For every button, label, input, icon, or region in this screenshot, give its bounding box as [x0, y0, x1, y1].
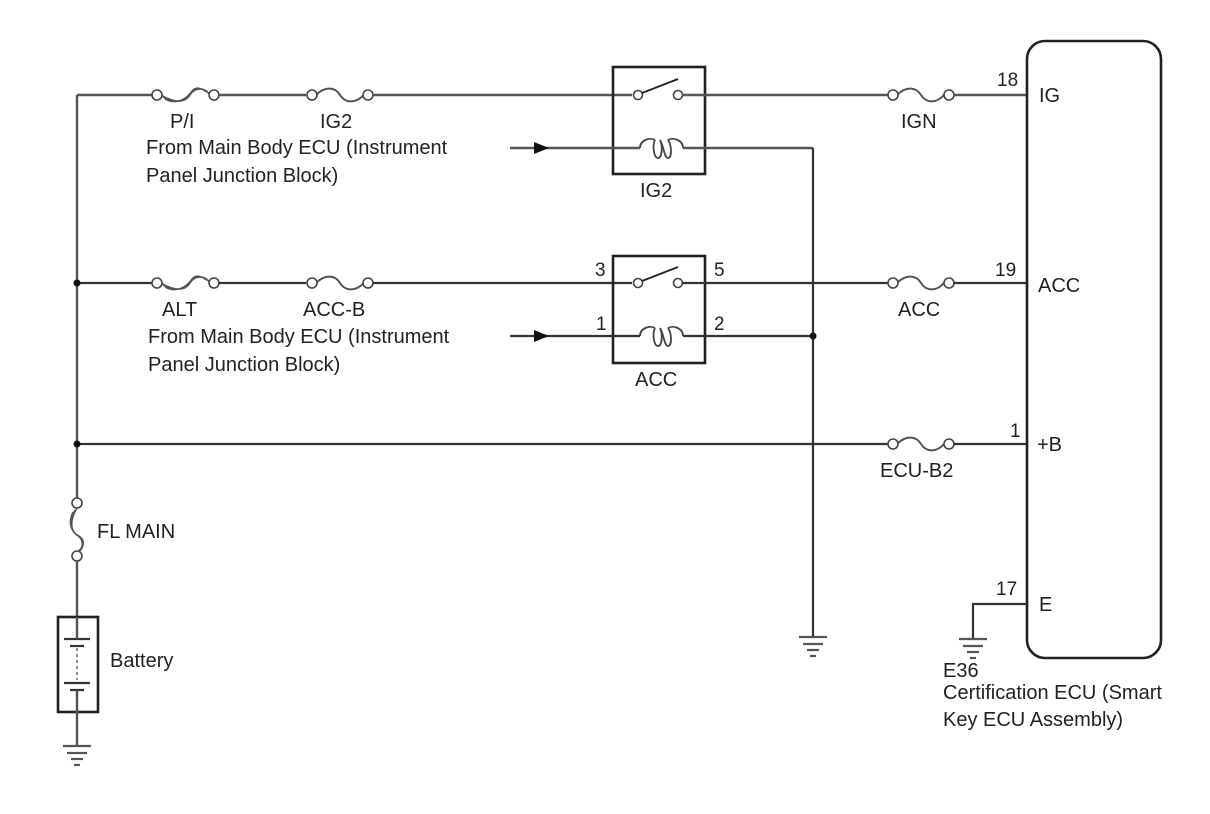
relay-ig2-label: IG2 [640, 180, 672, 202]
ecu-terminal-acc: ACC [1038, 275, 1080, 297]
fuse-acc-b [306, 275, 374, 291]
fuse-ecu-b2-icon [896, 436, 945, 452]
relay-ig2 [611, 65, 707, 176]
junction-dot [73, 440, 81, 448]
fuse-acc-b-label: ACC-B [303, 299, 365, 321]
fuse-ecu-b2 [887, 436, 955, 452]
fuse-acc [887, 275, 955, 291]
fuse-acc-label: ACC [898, 299, 940, 321]
ecu-connector-code: E36 [943, 660, 979, 682]
fuse-fl-main-label: FL MAIN [97, 521, 175, 543]
ecu-pin-1: 1 [1010, 421, 1021, 442]
fuse-acc-icon [896, 275, 945, 291]
switch-blade-icon [641, 266, 679, 282]
source-note-ig2-line2: Panel Junction Block) [146, 165, 338, 187]
ecu-pin-17: 17 [996, 579, 1017, 600]
ecu-name-line2: Key ECU Assembly) [943, 709, 1123, 731]
relay-coil-icon [639, 325, 684, 347]
ecu-pin-19: 19 [995, 260, 1016, 281]
arrow-icon [534, 142, 549, 154]
switch-blade-icon [641, 78, 679, 94]
fuse-ign [887, 87, 955, 103]
fuse-ig2-label: IG2 [320, 111, 352, 133]
source-note-acc-line1: From Main Body ECU (Instrument [148, 326, 450, 348]
fuse-ign-icon [896, 87, 945, 103]
fuse-pi [151, 87, 220, 103]
ecu-terminal-e: E [1039, 594, 1052, 616]
junction-dot [809, 332, 817, 340]
junction-dot [73, 279, 81, 287]
fuse-ecu-b2-label: ECU-B2 [880, 460, 953, 482]
battery-label: Battery [110, 650, 173, 672]
fuse-ign-label: IGN [901, 111, 937, 133]
ecu-box [1025, 39, 1163, 660]
ground-relay-icon [799, 635, 827, 658]
ecu-name-line1: Certification ECU (Smart [943, 682, 1162, 704]
fuse-acc-b-icon [315, 275, 365, 291]
ground-ecu-icon [959, 637, 987, 660]
ground-battery-icon [63, 744, 91, 767]
ecu-pin-18: 18 [997, 70, 1018, 91]
ecu-terminal-plus-b: +B [1037, 434, 1062, 456]
relay-acc-pin-5: 5 [714, 260, 725, 281]
source-note-acc-line2: Panel Junction Block) [148, 354, 340, 376]
relay-acc-pin-3: 3 [595, 260, 606, 281]
ecu-terminal-ig: IG [1039, 85, 1060, 107]
fuse-alt [151, 275, 220, 291]
fuse-fl-main [69, 497, 85, 562]
battery [56, 615, 100, 714]
fuse-alt-label: ALT [162, 299, 197, 321]
relay-acc-box [611, 254, 707, 365]
relay-ig2-box [611, 65, 707, 176]
fuse-ig2 [306, 87, 374, 103]
fuse-pi-label: P/I [170, 111, 194, 133]
relay-acc-pin-1: 1 [596, 314, 607, 335]
source-note-ig2-line1: From Main Body ECU (Instrument [146, 137, 448, 159]
arrow-icon [534, 330, 549, 342]
relay-acc-pin-2: 2 [714, 314, 725, 335]
relay-acc [611, 254, 707, 365]
fuse-ig2-icon [315, 87, 365, 103]
relay-coil-icon [639, 137, 684, 159]
relay-acc-label: ACC [635, 369, 677, 391]
